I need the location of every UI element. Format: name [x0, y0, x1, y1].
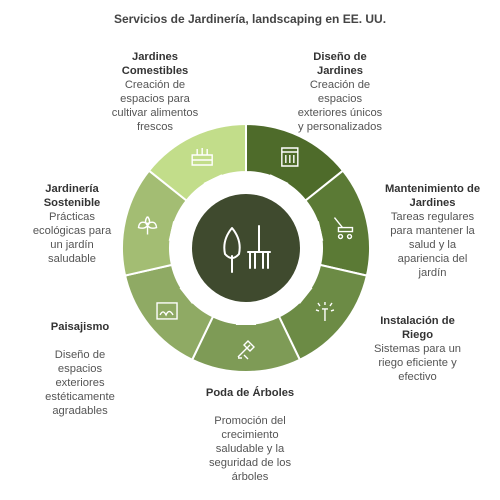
segment-diseno-description: Creación de espacios exteriores únicos y… [297, 79, 383, 133]
leaf-icon-glyph [137, 216, 158, 235]
landscape-planter-icon [156, 302, 178, 320]
segment-riego-description: Sistemas para un riego eficiente y efect… [373, 343, 462, 383]
axe-icon [237, 340, 255, 360]
segment-mantenimiento-description: Tareas regulares para mantener la salud … [390, 211, 475, 279]
segment-poda-title: Poda de Árboles [205, 387, 295, 399]
sprinkler-icon [315, 301, 335, 321]
vegetable-crate-icon-glyph [191, 148, 213, 166]
garden-design-book-icon-glyph [281, 147, 299, 167]
segment-sostenible-title: Jardinería Sostenible [43, 183, 101, 209]
segment-mantenimiento-text: Mantenimiento de Jardines Tareas regular… [370, 182, 495, 280]
segment-poda-description: Promoción del crecimiento saludable y la… [208, 415, 292, 483]
segment-connector [179, 279, 203, 304]
axe-icon-glyph [237, 340, 255, 360]
segment-riego-text: Instalación de Riego Sistemas para un ri… [360, 314, 475, 384]
segment-riego-title: Instalación de Riego [380, 315, 455, 341]
segment-sostenible-text: Jardinería Sostenible Prácticas ecológic… [22, 182, 122, 266]
segment-poda-text: Poda de Árboles Promoción del crecimient… [190, 386, 310, 484]
segment-connector [236, 311, 256, 325]
diagram-title: Servicios de Jardinería, landscaping en … [113, 12, 387, 26]
landscape-planter-icon-glyph [156, 302, 178, 320]
segment-comestibles-text: Jardines Comestibles Creación de espacio… [95, 50, 215, 134]
segment-connector [264, 174, 289, 196]
segment-diseno-text: Diseño de Jardines Creación de espacios … [285, 50, 395, 134]
segment-paisajismo-title: Paisajismo [50, 321, 110, 333]
garden-design-book-icon [281, 147, 299, 167]
segment-connector [203, 174, 228, 196]
leaf-icon [137, 216, 158, 235]
lawn-mower-icon [333, 217, 354, 240]
segment-paisajismo-text: Paisajismo Diseño de espacios exteriores… [25, 320, 135, 418]
segment-comestibles-title: Jardines Comestibles [121, 51, 189, 77]
vegetable-crate-icon [191, 148, 213, 166]
segment-mantenimiento-title: Mantenimiento de Jardines [384, 183, 481, 209]
sprinkler-icon-glyph [315, 301, 335, 321]
segment-connector [305, 221, 324, 244]
gardening-tools-icon [223, 225, 271, 273]
center-hub [192, 194, 300, 302]
lawn-mower-icon-glyph [333, 217, 354, 240]
segment-comestibles-description: Creación de espacios para cultivar alime… [111, 79, 199, 133]
segment-paisajismo-description: Diseño de espacios exteriores estéticame… [45, 349, 115, 417]
segment-sostenible-description: Prácticas ecológicas para un jardín salu… [32, 211, 112, 265]
segment-diseno-title: Diseño de Jardines [313, 51, 367, 77]
segment-connector [168, 221, 187, 244]
segment-connector [289, 279, 313, 304]
